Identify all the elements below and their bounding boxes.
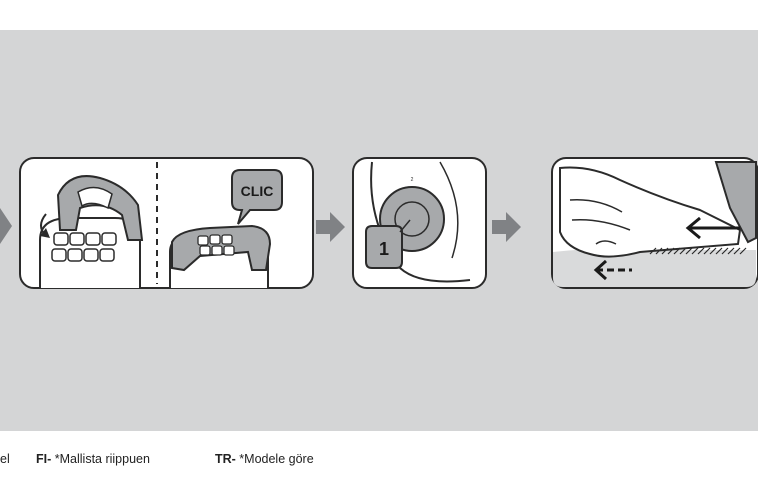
illustration-panel: CLIC 2 1 xyxy=(0,30,758,431)
step-number: 1 xyxy=(379,239,389,259)
dial-mark: 2 xyxy=(411,177,414,183)
direction-arrow-solid xyxy=(685,216,740,240)
clic-label: CLIC xyxy=(241,183,274,199)
step-card-attach-cap: CLIC xyxy=(19,157,314,289)
footer-notes: el FI- *Mallista riippuen TR- *Modele gö… xyxy=(0,452,758,472)
arrow-right-2 xyxy=(492,212,521,242)
arrow-left-partial xyxy=(0,208,12,244)
footer-note-tr: TR- *Modele göre xyxy=(215,452,314,466)
direction-arrow-dashed xyxy=(593,259,632,281)
arrow-right-1 xyxy=(316,212,345,242)
instruction-diagram: CLIC 2 1 xyxy=(0,157,758,289)
footer-note-partial: el xyxy=(0,452,10,466)
footer-note-fi: FI- *Mallista riippuen xyxy=(36,452,150,466)
step-card-select-speed: 2 1 xyxy=(352,157,487,289)
step-card-epilate xyxy=(551,157,758,289)
